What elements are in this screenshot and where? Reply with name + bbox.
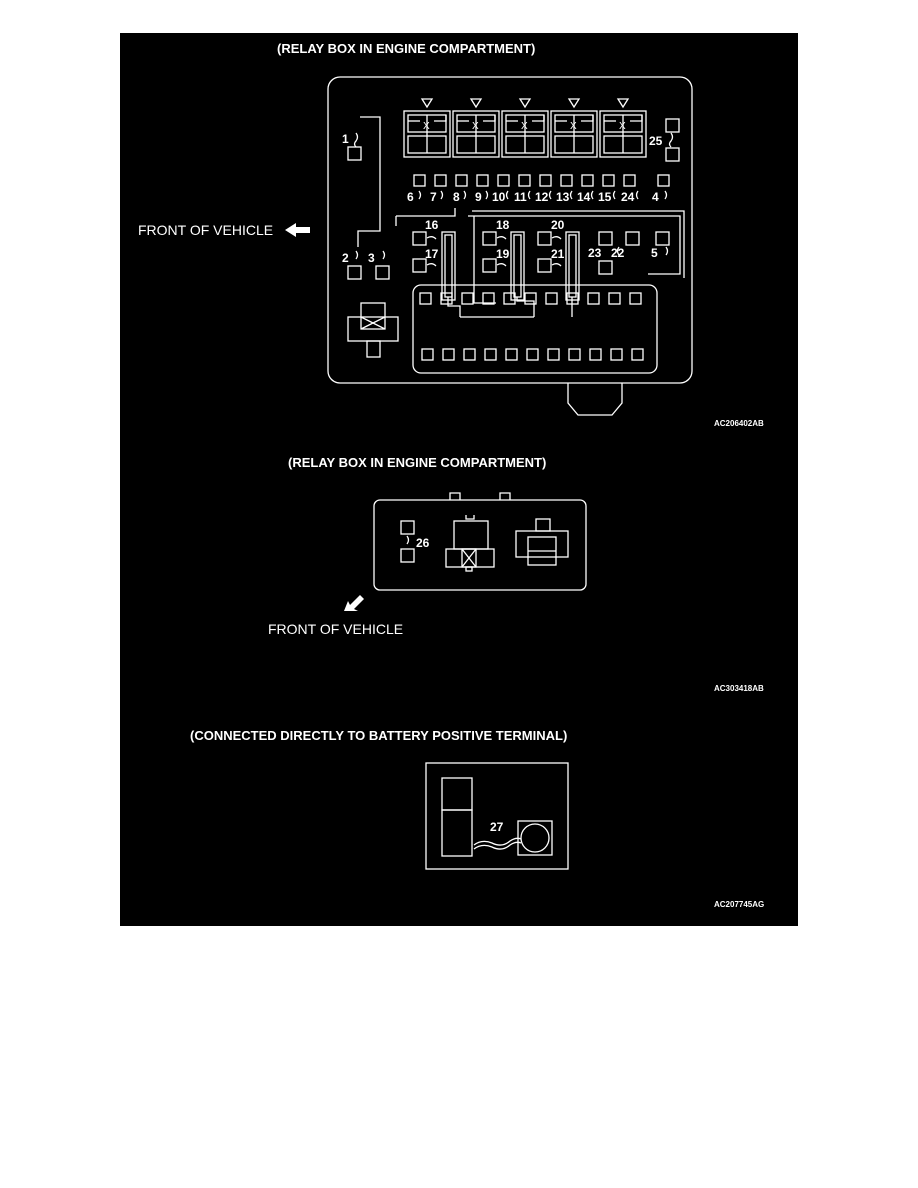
lower-fuse-block [412,284,658,374]
relay-row [403,98,647,158]
connector-23-top [598,231,613,246]
relay-box-outline [327,76,693,384]
connector-26-top [400,520,415,535]
label-19: 19 [496,247,510,261]
label-2: 2 [342,251,349,265]
label-3: 3 [368,251,375,265]
figure-2: (RELAY BOX IN ENGINE COMPARTMENT) 26 FRO… [268,455,764,693]
label-9: 9 [475,190,482,204]
connector-27 [520,823,550,853]
battery-terminal-top [441,777,473,811]
relay-box-2-outline [373,499,587,591]
front-of-vehicle-label-1: FRONT OF VEHICLE [138,222,273,238]
relay-box-bottom-tab [567,383,623,416]
wire-1-2 [357,116,381,247]
label-10: 10 [492,190,506,204]
label-7: 7 [430,190,437,204]
lower-fuse-bottom-row [421,348,644,361]
connector-17 [412,258,427,273]
connector-16 [412,231,427,246]
fuse-row-numbers: 6 7 8 9 10 11 12 13 14 15 24 4 [407,190,659,204]
label-25: 25 [649,134,663,148]
figure-3: (CONNECTED DIRECTLY TO BATTERY POSITIVE … [190,728,764,909]
figure-3-code: AC207745AG [714,900,764,909]
label-26: 26 [416,536,430,550]
connector-25-top [665,118,680,133]
fuse-row-squiggles [418,190,668,200]
figure-3-caption: (CONNECTED DIRECTLY TO BATTERY POSITIVE … [190,728,567,743]
label-18: 18 [496,218,510,232]
label-4: 4 [652,190,659,204]
front-arrow-left-icon [285,223,310,237]
connector-2 [347,265,362,280]
figure-1-code: AC206402AB [714,419,764,428]
label-15: 15 [598,190,612,204]
lower-fuse-top-row [419,292,642,305]
figure-2-caption: (RELAY BOX IN ENGINE COMPARTMENT) [288,455,546,470]
figure-2-connector-block [515,518,569,566]
figure-2-code: AC303418AB [714,684,764,693]
label-27: 27 [490,820,504,834]
connector-26 [400,548,415,563]
label-24: 24 [621,190,635,204]
label-20: 20 [551,218,565,232]
label-14: 14 [577,190,591,204]
connector-3 [375,265,390,280]
connector-23 [598,260,613,275]
connector-20 [537,231,552,246]
left-relay-socket [347,302,399,358]
connector-21 [537,258,552,273]
label-11: 11 [514,190,527,204]
figure-2-relay-socket [445,515,495,572]
connector-1 [347,146,362,161]
label-17: 17 [425,247,439,261]
label-12: 12 [535,190,549,204]
connector-22 [625,231,640,246]
connector-5-top [655,231,670,246]
connector-19 [482,258,497,273]
connector-18 [482,231,497,246]
label-16: 16 [425,218,439,232]
wire-27 [473,837,522,846]
label-21: 21 [551,247,565,261]
front-arrow-diagonal-icon [344,595,364,611]
diagram-panel: X (RELAY BOX IN ENGINE COMPARTMENT) 1 [120,33,798,926]
label-23: 23 [588,246,602,260]
figure-1: (RELAY BOX IN ENGINE COMPARTMENT) 1 2 3 [138,41,764,428]
battery-area-outline [425,762,569,870]
label-1: 1 [342,132,349,146]
battery-terminal-bottom [441,809,473,857]
label-8: 8 [453,190,460,204]
label-13: 13 [556,190,570,204]
fuse-row [413,174,670,187]
figure-1-caption: (RELAY BOX IN ENGINE COMPARTMENT) [277,41,535,56]
label-5: 5 [651,246,658,260]
front-of-vehicle-label-2: FRONT OF VEHICLE [268,621,403,637]
connector-27-frame [517,820,553,856]
connector-25 [665,147,680,162]
label-6: 6 [407,190,414,204]
connector-location-diagram: X (RELAY BOX IN ENGINE COMPARTMENT) 1 [138,41,764,909]
